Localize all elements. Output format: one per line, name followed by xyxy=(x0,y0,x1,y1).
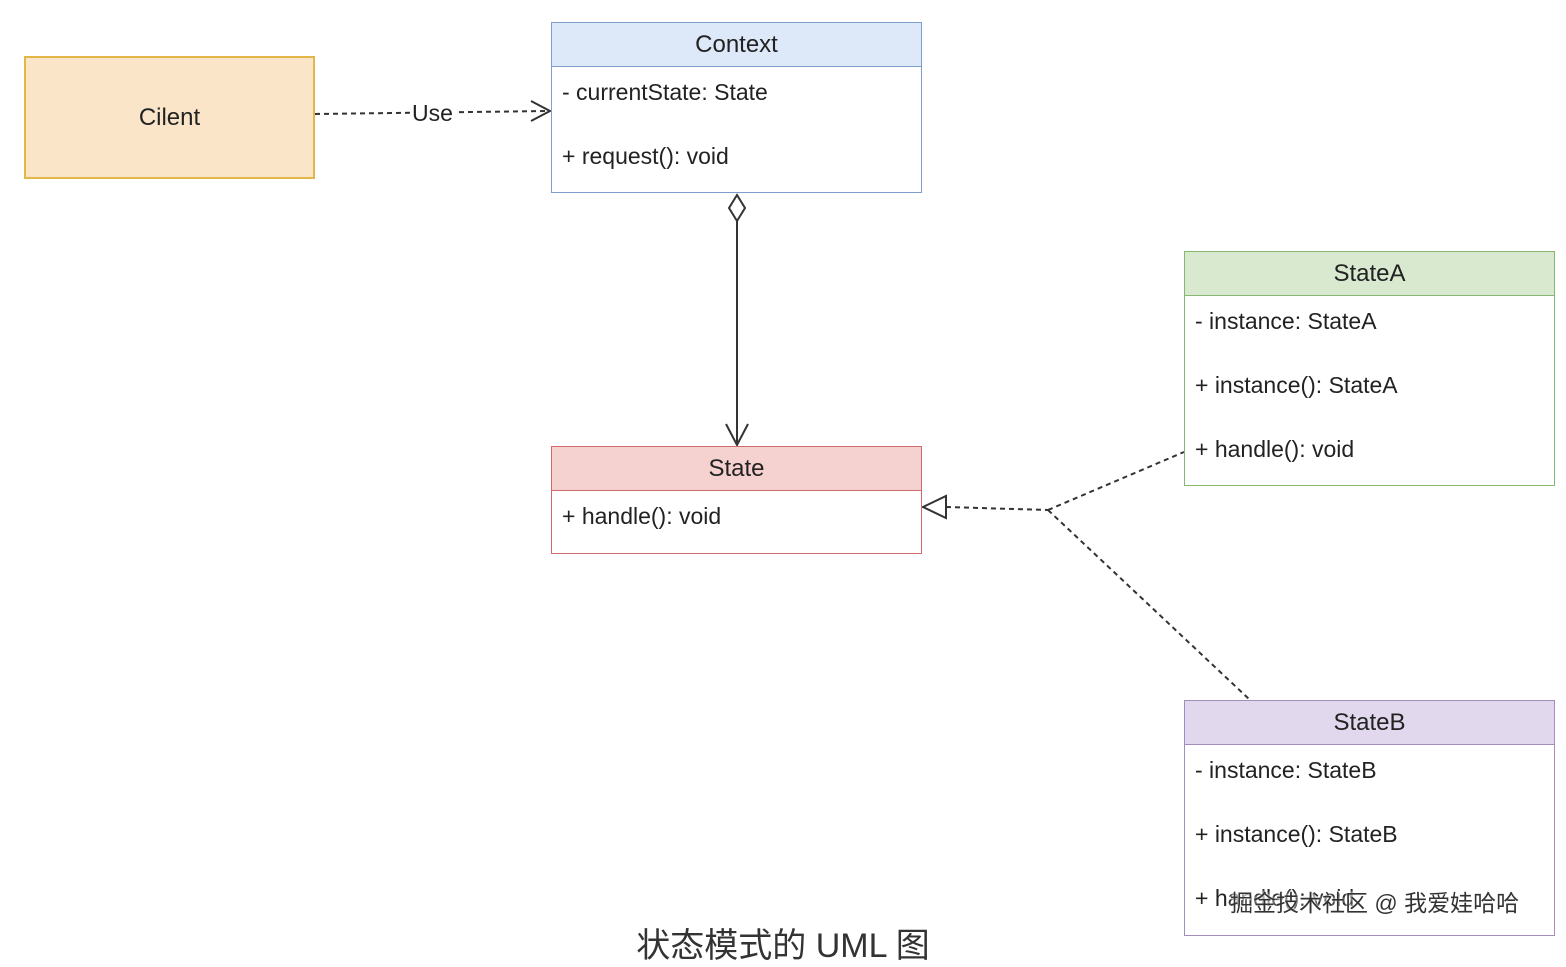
state-a-method-instance: + instance(): StateA xyxy=(1195,372,1398,398)
state-method-handle: + handle(): void xyxy=(562,503,722,529)
use-label: Use xyxy=(410,100,455,126)
state-b-class-name: StateB xyxy=(1333,708,1406,736)
context-class-name: Context xyxy=(695,30,778,58)
state-class-header: State xyxy=(552,447,921,491)
context-class[interactable]: Context - currentState: State + request(… xyxy=(551,22,922,193)
state-class-name: State xyxy=(708,454,765,482)
watermark-text: 掘金技术社区 @ 我爱娃哈哈 xyxy=(1230,890,1520,916)
state-b-class[interactable]: StateB - instance: StateB + instance(): … xyxy=(1184,700,1555,936)
context-method-request: + request(): void xyxy=(562,143,729,169)
aggregation-diamond xyxy=(727,193,747,223)
use-dependency-arrowhead xyxy=(530,100,553,122)
state-a-attribute-instance: - instance: StateA xyxy=(1195,308,1377,334)
aggregation-arrowhead xyxy=(725,423,749,448)
realization-triangle xyxy=(920,494,947,520)
diagram-caption: 状态模式的 UML 图 xyxy=(636,927,930,965)
state-b-method-instance: + instance(): StateB xyxy=(1195,821,1398,847)
context-attribute-current-state: - currentState: State xyxy=(562,79,768,105)
state-b-attribute-instance: - instance: StateB xyxy=(1195,757,1377,783)
state-a-method-handle: + handle(): void xyxy=(1195,436,1355,462)
realization-line-stateb xyxy=(1047,509,1251,701)
state-b-method-handle: + handle(): void xyxy=(1195,885,1355,911)
realization-line-statea xyxy=(1047,451,1185,511)
state-b-class-header: StateB xyxy=(1185,701,1554,745)
context-class-header: Context xyxy=(552,23,921,67)
client-box[interactable]: Cilent xyxy=(24,56,315,179)
state-a-class[interactable]: StateA - instance: StateA + instance(): … xyxy=(1184,251,1555,486)
state-a-class-name: StateA xyxy=(1333,259,1406,287)
state-a-class-header: StateA xyxy=(1185,252,1554,296)
client-label: Cilent xyxy=(138,103,201,131)
state-class[interactable]: State + handle(): void xyxy=(551,446,922,554)
realization-line-main xyxy=(945,506,1049,511)
